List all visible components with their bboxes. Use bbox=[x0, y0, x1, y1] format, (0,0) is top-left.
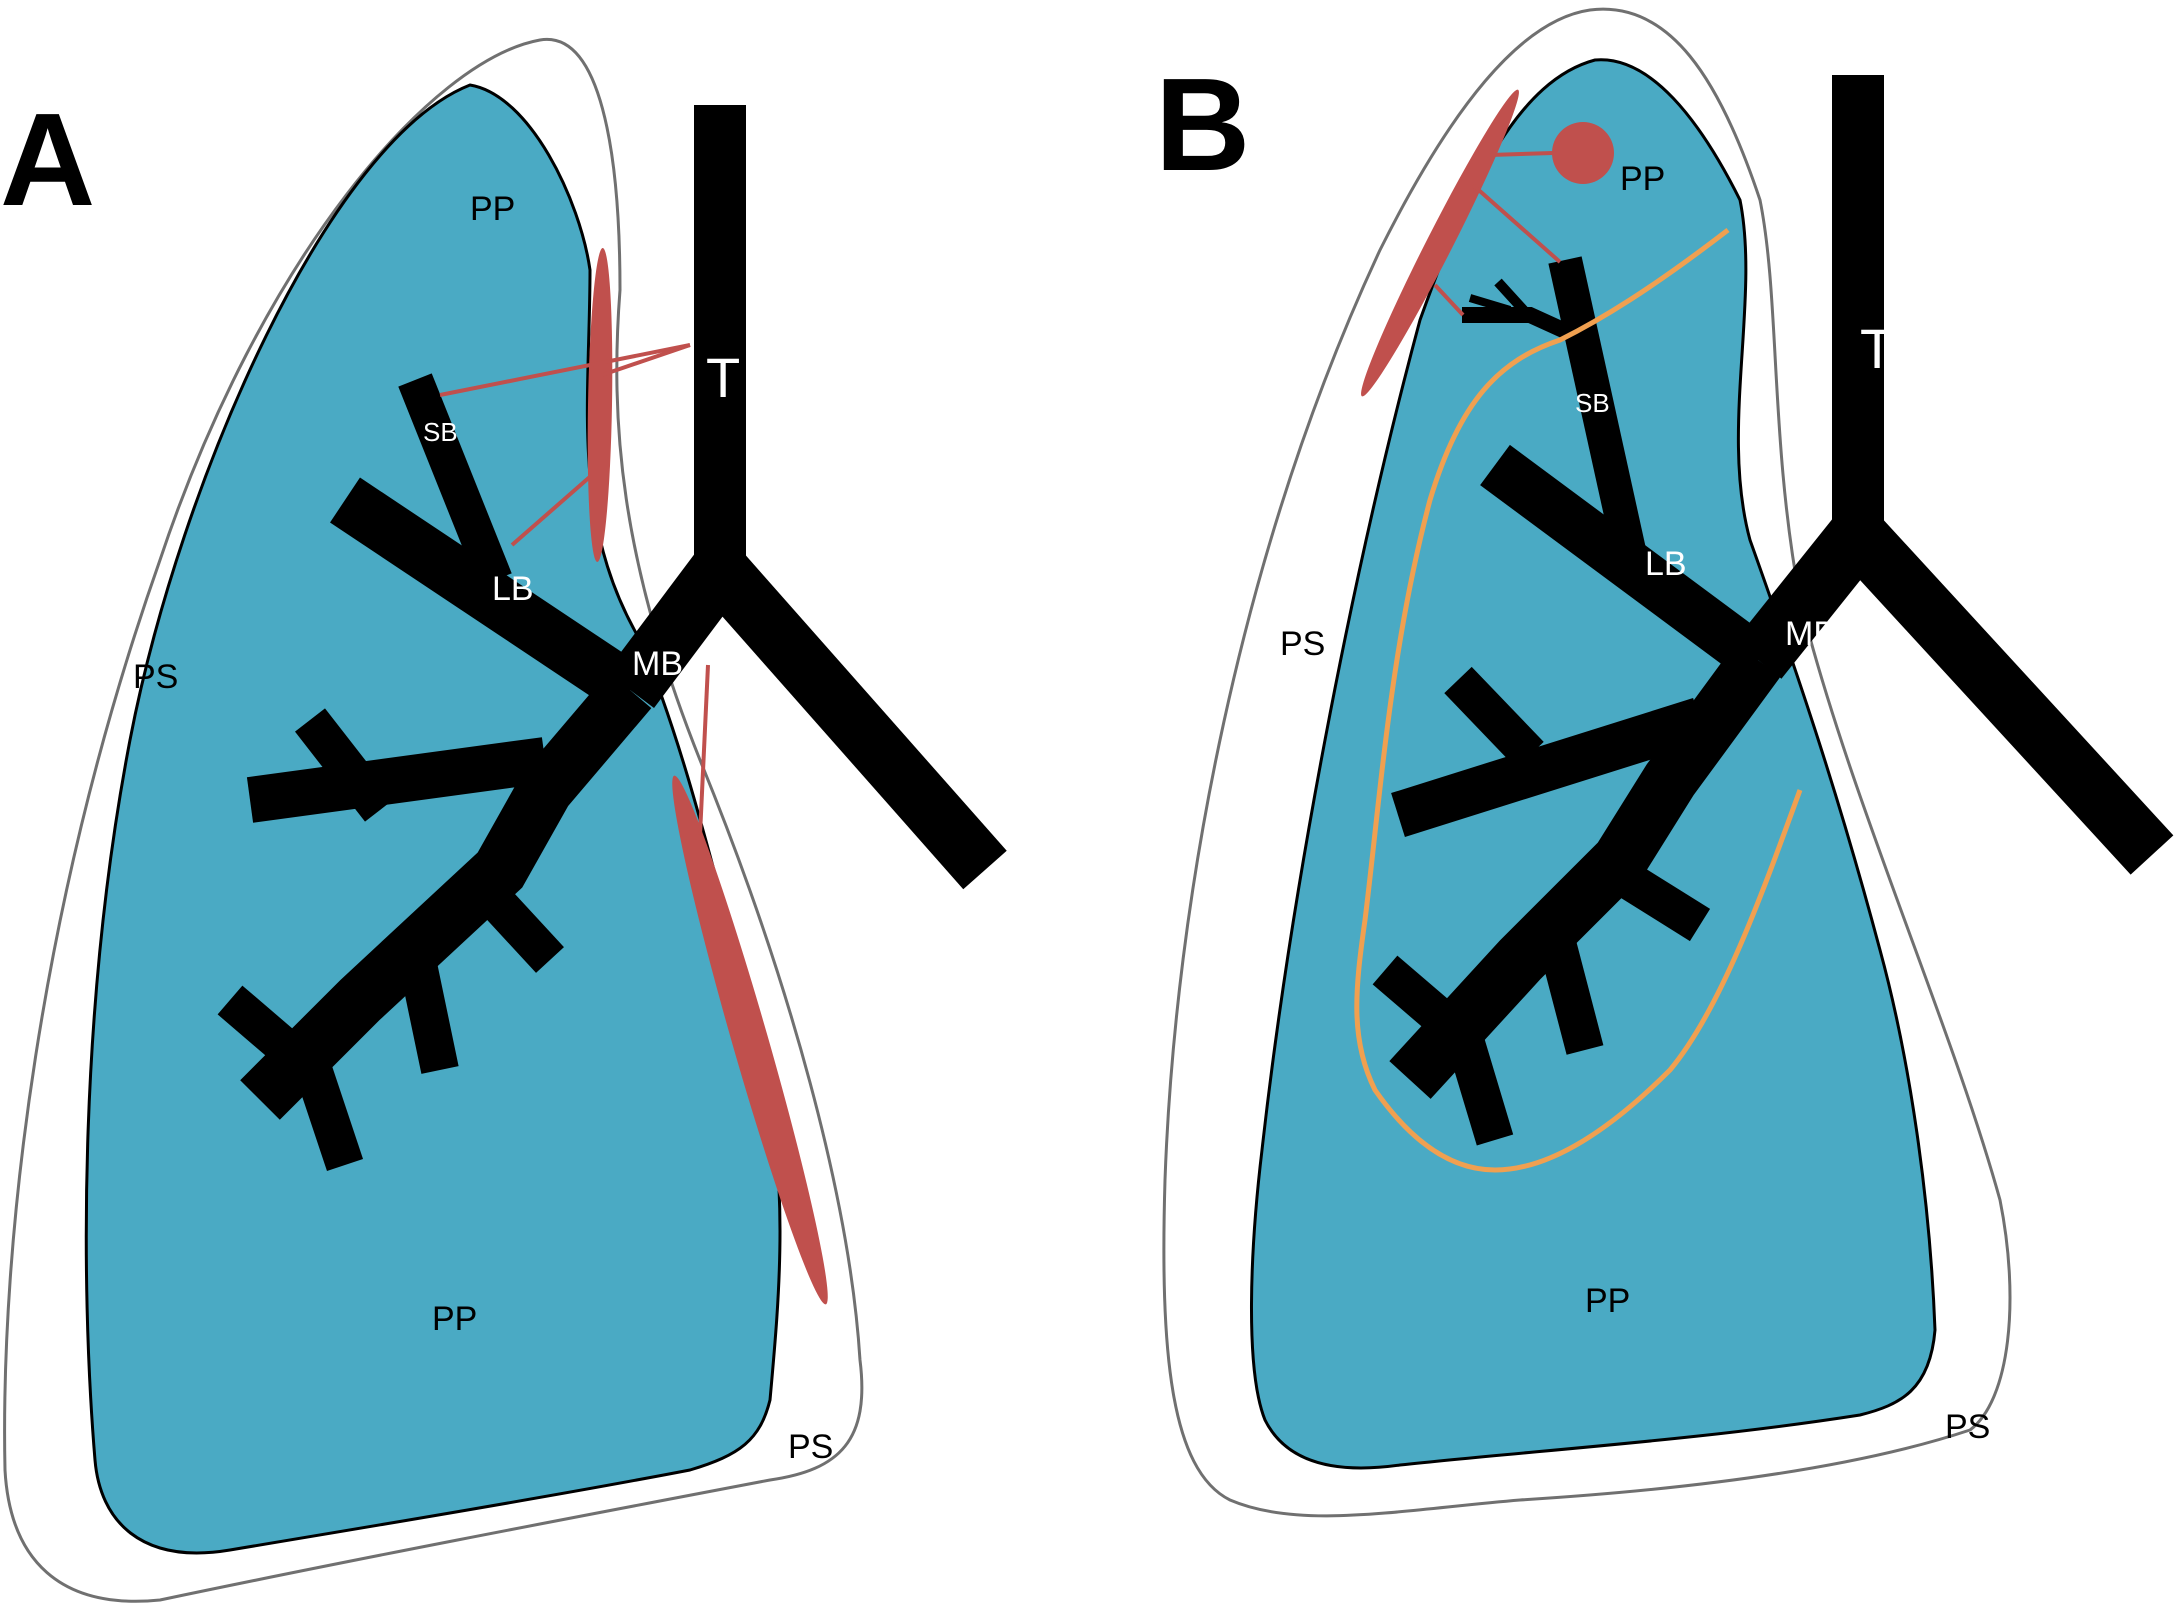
panel-b-basal-branch bbox=[1391, 698, 1707, 837]
panel-a-lateral-stub-2 bbox=[396, 946, 459, 1074]
panel-a-pleural-space-outline bbox=[3, 38, 864, 1603]
panel-a-label-sb: SB bbox=[423, 417, 458, 447]
panel-a-label-lb: LB bbox=[492, 570, 534, 608]
panel-b: B PP bbox=[1155, 7, 2174, 1518]
panel-a-basal-branch bbox=[246, 737, 549, 823]
panel-a-lateral-stub-1 bbox=[476, 882, 564, 973]
panel-b-label-mb: MB bbox=[1785, 615, 1836, 653]
panel-b-label-lb: LB bbox=[1645, 545, 1687, 583]
panel-b-peripheral-nodule bbox=[1552, 122, 1614, 184]
panel-b-pleural-lesion bbox=[1361, 89, 1519, 397]
panel-b-pleural-space-outline bbox=[1162, 7, 2012, 1518]
panel-b-connection-lesion-twig bbox=[1433, 283, 1465, 317]
panel-a-lobar-bronchus bbox=[330, 477, 645, 713]
panel-b-distal-twig-2 bbox=[1468, 294, 1512, 314]
panel-a-connection-mb-lesion bbox=[698, 664, 710, 836]
panel-a: A PP PP PS PS T bbox=[0, 38, 1007, 1603]
panel-b-letter: B bbox=[1155, 51, 1250, 198]
panel-a-connection-lesion-t bbox=[601, 343, 691, 377]
panel-a-connection-sb-t bbox=[439, 343, 691, 397]
panel-a-airway-tree bbox=[217, 105, 1007, 1172]
panel-a-lower-bronchus bbox=[240, 671, 652, 1120]
panel-b-basal-sub-branch bbox=[1444, 666, 1544, 769]
panel-a-label-pp-top: PP bbox=[470, 190, 515, 228]
panel-a-label-ps-left: PS bbox=[133, 658, 178, 696]
panel-a-segmental-bronchus bbox=[398, 373, 512, 587]
panel-a-label-trachea: T bbox=[706, 346, 740, 409]
panel-b-terminal-branch-1 bbox=[1372, 955, 1468, 1045]
panel-a-contralateral-bronchus bbox=[698, 550, 1007, 890]
panel-b-terminal-branch-2 bbox=[1446, 1034, 1514, 1146]
panel-a-label-mb: MB bbox=[632, 645, 683, 683]
panel-b-contralateral-bronchus bbox=[1836, 515, 2174, 875]
panel-b-connection-nodule-lesion bbox=[1489, 151, 1554, 157]
panel-b-subsegmental-branch bbox=[1462, 307, 1589, 348]
panel-b-lobar-bronchus bbox=[1480, 444, 1773, 681]
panel-a-terminal-branch-2 bbox=[291, 1053, 364, 1172]
panel-b-distal-twig-1 bbox=[1494, 278, 1532, 319]
panel-a-letter: A bbox=[0, 86, 95, 233]
panel-b-connection-lesion-sb bbox=[1471, 183, 1562, 264]
panel-a-upper-pleural-lesion bbox=[587, 248, 613, 562]
panel-a-lower-pleural-lesion bbox=[672, 775, 828, 1305]
panel-b-label-pp-bottom: PP bbox=[1585, 1282, 1630, 1320]
panel-b-label-sb: SB bbox=[1575, 388, 1610, 418]
panel-b-involved-region-boundary bbox=[1354, 228, 1803, 1173]
panel-b-label-ps-left: PS bbox=[1280, 625, 1325, 663]
panel-b-label-ps-bottom: PS bbox=[1945, 1408, 1990, 1446]
panel-b-segmental-bronchus bbox=[1548, 256, 1647, 559]
panel-a-label-ps-bottom: PS bbox=[788, 1428, 833, 1466]
panel-b-airway-tree bbox=[1372, 75, 2174, 1146]
panel-a-basal-sub-branch bbox=[295, 708, 395, 822]
panel-a-terminal-branch-1 bbox=[217, 985, 313, 1075]
panel-b-label-trachea: T bbox=[1860, 317, 1894, 380]
panel-b-label-pp-top: PP bbox=[1620, 160, 1665, 198]
panel-b-lateral-stub-1 bbox=[1601, 853, 1711, 942]
panel-a-label-pp-bottom: PP bbox=[432, 1300, 477, 1338]
panel-b-lateral-stub-2 bbox=[1536, 930, 1604, 1055]
panel-a-connection-lb-lesion bbox=[510, 466, 602, 547]
